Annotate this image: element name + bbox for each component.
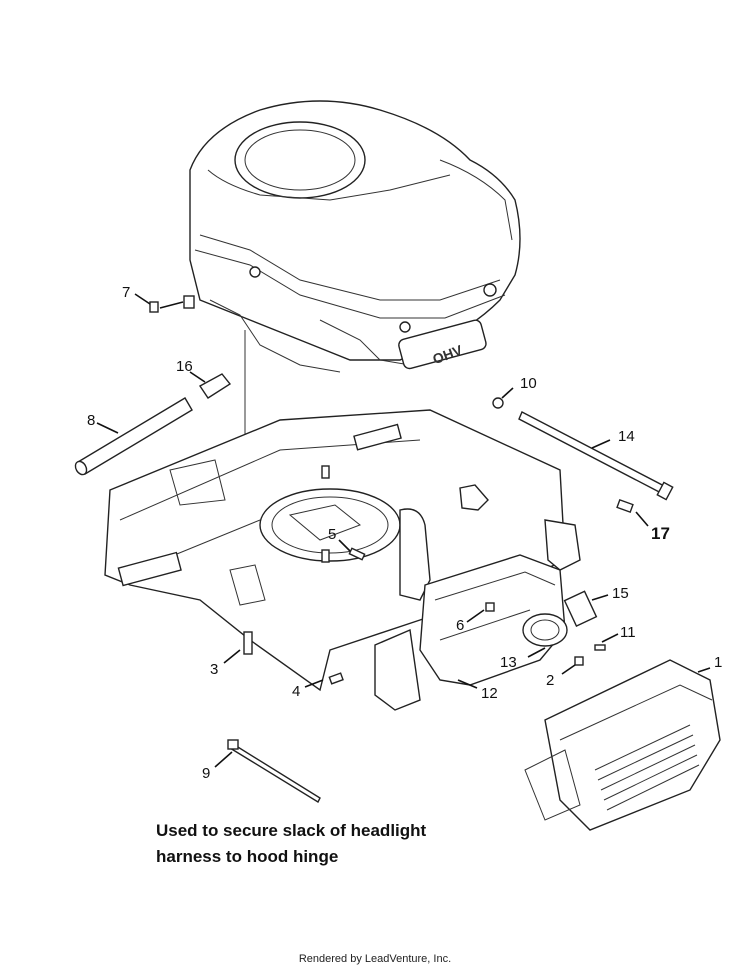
spring-17 bbox=[616, 498, 634, 514]
tube-8 bbox=[74, 397, 193, 476]
leader-lines bbox=[96, 293, 711, 768]
bolt-4 bbox=[328, 672, 344, 685]
callout-5: 5 bbox=[328, 526, 336, 543]
bolt-3 bbox=[243, 631, 253, 655]
callout-17: 17 bbox=[651, 524, 670, 543]
callout-9: 9 bbox=[202, 765, 210, 782]
callout-labels: 7 16 8 10 14 17 5 6 15 11 13 1 2 3 4 12 … bbox=[87, 284, 722, 782]
engine: OHV bbox=[189, 100, 521, 373]
frame bbox=[104, 409, 566, 692]
callout-1: 1 bbox=[714, 654, 722, 671]
nut-7 bbox=[149, 301, 159, 313]
callout-12: 12 bbox=[481, 685, 498, 702]
fitting-7 bbox=[183, 295, 195, 309]
callout-13: 13 bbox=[500, 654, 517, 671]
callout-10: 10 bbox=[520, 375, 537, 392]
callout-2: 2 bbox=[546, 672, 554, 689]
note-line-1: Used to secure slack of headlight bbox=[156, 821, 427, 840]
rod-14 bbox=[518, 411, 674, 501]
note-line-2: harness to hood hinge bbox=[156, 847, 339, 866]
nut-6 bbox=[485, 602, 495, 612]
callout-11: 11 bbox=[620, 624, 636, 641]
nut-10 bbox=[492, 397, 504, 409]
callout-16: 16 bbox=[176, 358, 193, 375]
headlight-harness-note: Used to secure slack of headlight harnes… bbox=[156, 818, 516, 870]
callout-14: 14 bbox=[618, 428, 635, 445]
callout-8: 8 bbox=[87, 412, 95, 429]
callout-15: 15 bbox=[612, 585, 629, 602]
footer-credit: Rendered by LeadVenture, Inc. bbox=[298, 953, 452, 965]
cable-tie-9 bbox=[227, 739, 321, 803]
callout-4: 4 bbox=[292, 683, 300, 700]
hardware bbox=[149, 295, 634, 685]
muffler-assembly bbox=[374, 484, 598, 711]
heat-shield bbox=[524, 659, 721, 831]
pin-11 bbox=[594, 644, 606, 651]
nut-2 bbox=[574, 656, 584, 666]
callout-7: 7 bbox=[122, 284, 130, 301]
callout-6: 6 bbox=[456, 617, 464, 634]
bolt-5 bbox=[348, 547, 366, 561]
fitting-16 bbox=[198, 373, 232, 399]
callout-3: 3 bbox=[210, 661, 218, 678]
